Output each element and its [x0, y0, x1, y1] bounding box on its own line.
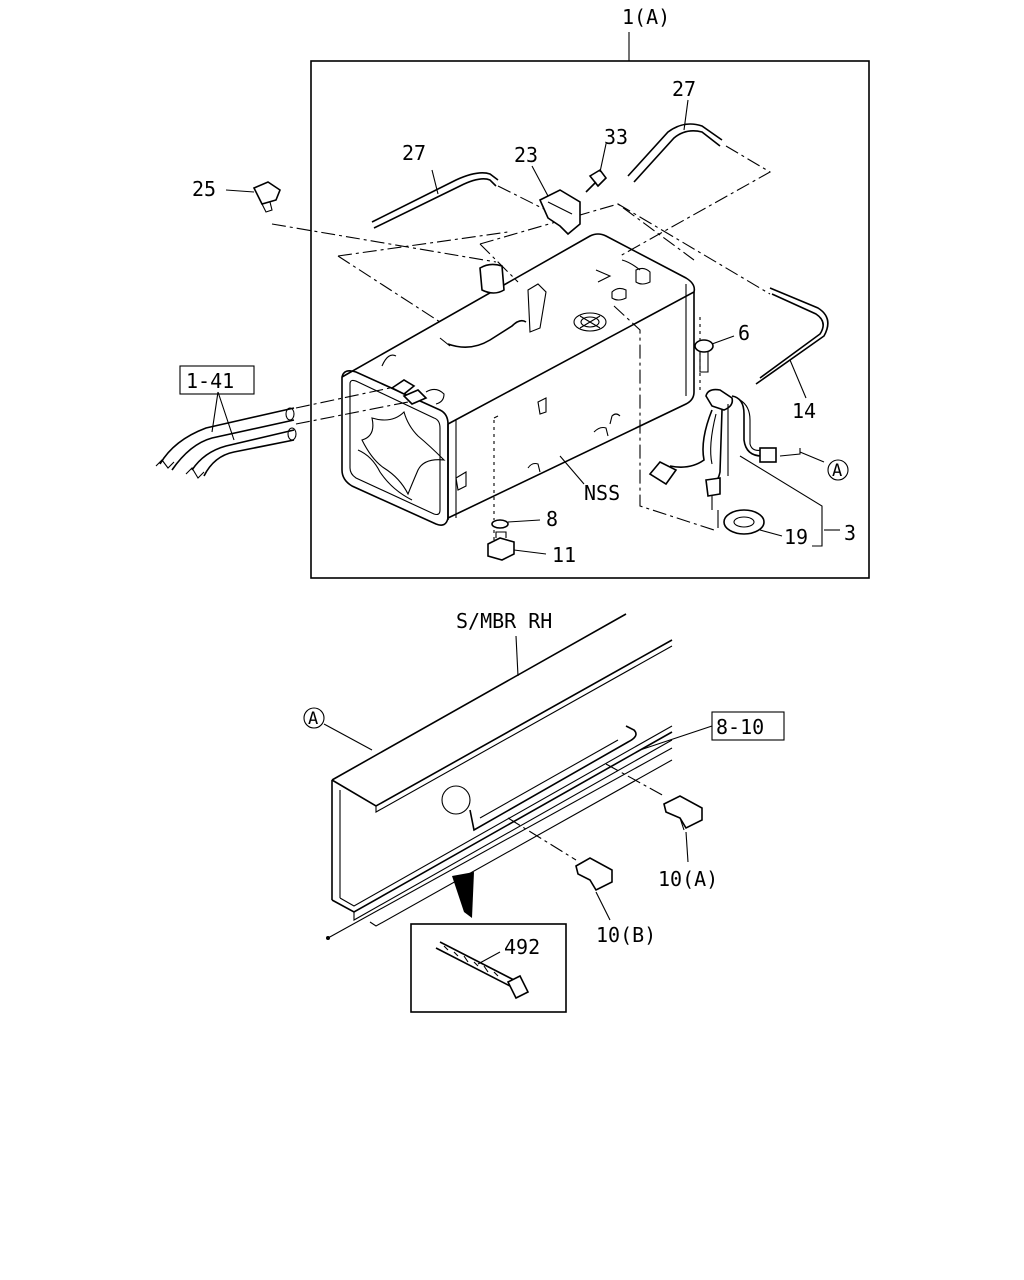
drain-plug-11 — [487, 531, 547, 561]
label-hose-27-right: 27 — [672, 77, 696, 101]
side-member-rh — [326, 613, 673, 940]
label-assembly-1a: 1(A) — [622, 5, 670, 29]
label-nss: NSS — [584, 481, 620, 505]
label-clip-10b: 10(B) — [596, 923, 656, 947]
clip-10b — [507, 817, 613, 921]
callout-a-top — [827, 459, 849, 481]
gasket-19 — [723, 509, 783, 537]
screw-33 — [585, 143, 608, 193]
label-tie-492: 492 — [504, 935, 540, 959]
label-plug-11: 11 — [552, 543, 576, 567]
fuel-tank — [341, 233, 696, 526]
label-hose-14: 14 — [792, 399, 816, 423]
label-bolt-6: 6 — [738, 321, 750, 345]
hose-14 — [755, 287, 829, 399]
side-member-leader — [515, 635, 519, 677]
callout-a-bottom — [303, 707, 373, 751]
cable-tie-detail-box — [410, 923, 567, 1013]
bolt-6 — [694, 335, 735, 373]
clip-10a — [605, 763, 703, 863]
label-callout-a-top: A — [832, 461, 842, 481]
valve-25 — [225, 181, 281, 213]
label-clip-10a: 10(A) — [658, 867, 718, 891]
washer-8 — [491, 519, 541, 529]
label-side-member: S/MBR RH — [456, 609, 552, 633]
fuel-lines-1-41 — [155, 387, 409, 479]
label-ref-1-41: 1-41 — [186, 369, 234, 393]
bracket-23 — [531, 165, 581, 236]
label-gasket-19: 19 — [784, 525, 808, 549]
ref-box-8-10 — [639, 711, 785, 751]
ref-box-1-41 — [179, 365, 255, 395]
hose-27-right — [627, 99, 723, 183]
label-gauge-3: 3 — [844, 521, 856, 545]
hose-27-left — [371, 169, 499, 229]
label-bracket-23: 23 — [514, 143, 538, 167]
label-screw-33: 33 — [604, 125, 628, 149]
label-valve-25: 25 — [192, 177, 216, 201]
label-washer-8: 8 — [546, 507, 558, 531]
fuel-gauge-unit-3 — [648, 388, 840, 547]
label-hose-27-left: 27 — [402, 141, 426, 165]
fuel-tank-assembly-frame — [310, 32, 870, 579]
detail-arrow — [452, 872, 474, 918]
label-callout-a-bottom: A — [308, 709, 318, 729]
label-ref-8-10: 8-10 — [716, 715, 764, 739]
nss-leader — [559, 455, 585, 485]
leader-lines-upper — [271, 145, 772, 540]
